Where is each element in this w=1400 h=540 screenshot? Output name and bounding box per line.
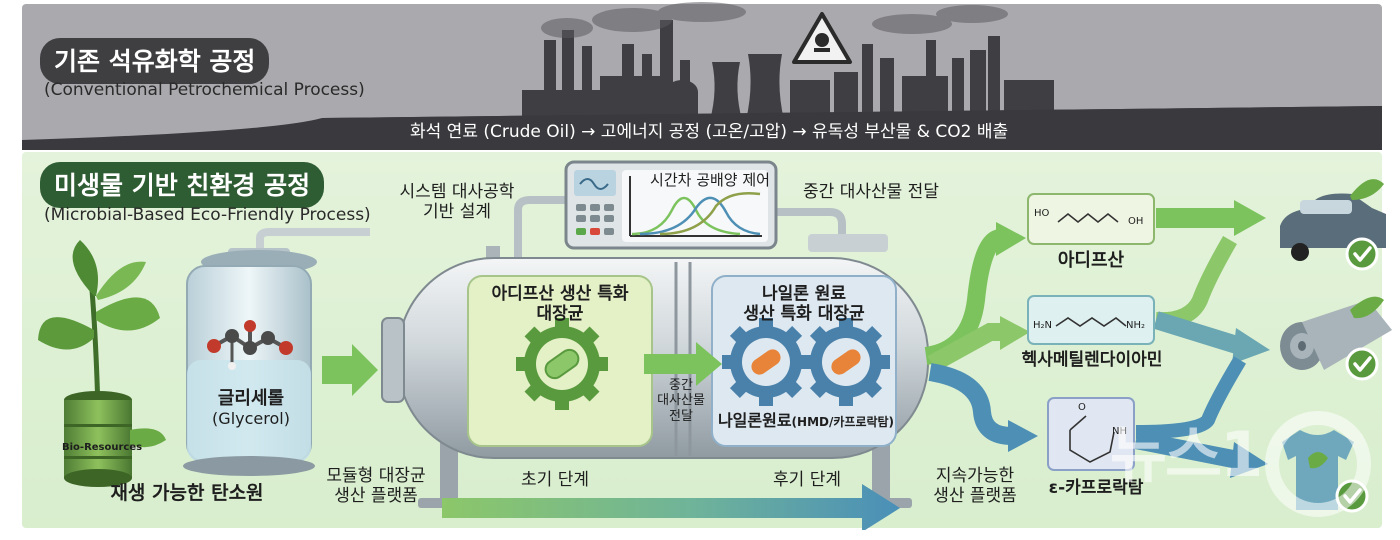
caprolactam-label: ε-카프로락탐 [1048, 478, 1144, 498]
nylon-strain-gear-icon [722, 318, 810, 406]
microbial-subtitle: (Microbial-Based Eco-Friendly Process) [44, 205, 371, 225]
modular-platform-label: 모듈형 대장균 생산 플랫폼 [326, 466, 426, 507]
nylon-raw-detail: (HMD/카프로락탐) [791, 415, 895, 429]
intermediate-transfer-mid-label: 중간 대사산물 전달 [657, 378, 705, 424]
conventional-flow-text: 화석 연료 (Crude Oil) → 고에너지 공정 (고온/고압) → 유독… [410, 122, 1009, 142]
conventional-subtitle: (Conventional Petrochemical Process) [44, 80, 365, 100]
caprolactam-o-text: O [1078, 402, 1086, 413]
news1-watermark-logo [1265, 411, 1371, 517]
controller-title: 시간차 공배양 제어 [650, 171, 770, 189]
news1-watermark-text: 뉴스1 [1110, 418, 1263, 491]
output-arrows [924, 200, 1270, 478]
nylon-strain-gear-2-icon [802, 318, 890, 406]
glycerol-en-label: (Glycerol) [212, 409, 290, 428]
nylon-raw-text: 나일론원료 [717, 411, 792, 430]
intermediate-transfer-top-label: 중간 대사산물 전달 [803, 182, 939, 202]
adipic-ho-text: HO [1034, 208, 1050, 219]
nylon-strain-label: 나일론 원료 생산 특화 대장균 [743, 284, 865, 325]
hmd-h2n-text: H₂N [1033, 320, 1053, 331]
stage-progress-arrow [442, 484, 900, 530]
caprolactam-nh-text: NH [1112, 426, 1127, 437]
factory-skyline [22, 2, 1382, 150]
early-stage-label: 초기 단계 [521, 470, 589, 490]
microbial-title: 미생물 기반 친환경 공정 [40, 162, 325, 208]
bio-resources-drum-icon [64, 391, 166, 487]
coculture-controller-panel [564, 160, 778, 250]
renewable-carbon-label: 재생 가능한 탄소원 [110, 482, 264, 504]
sustainable-platform-label: 지속가능한 생산 플랫폼 [933, 466, 1017, 507]
adipic-strain-gear-icon [516, 318, 608, 410]
glycerol-jar-icon [183, 248, 317, 476]
tshirt-icon [1282, 430, 1354, 510]
nylon-raw-label: 나일론원료(HMD/카프로락탐) [714, 411, 898, 431]
adipic-acid-label: 아디프산 [1057, 250, 1125, 271]
process-illustration [38, 160, 1392, 530]
conventional-title: 기존 석유화학 공정 [40, 38, 270, 84]
toxic-warning-icon [792, 12, 852, 64]
adipic-strain-label: 아디프산 생산 특화 대장균 [491, 284, 629, 325]
fabric-roll-icon [1280, 296, 1392, 370]
hmd-label: 헥사메틸렌다이아민 [1021, 350, 1163, 370]
adipic-oh-text: OH [1128, 216, 1144, 227]
systems-design-label: 시스템 대사공학 기반 설계 [399, 182, 515, 223]
plant-sprout-icon [38, 240, 160, 411]
late-stage-label: 후기 단계 [773, 470, 841, 490]
glycerol-label: 글리세롤 [217, 388, 285, 409]
hmd-nh2-text: NH₂ [1126, 320, 1146, 331]
bio-resources-label: Bio-Resources [62, 442, 143, 453]
